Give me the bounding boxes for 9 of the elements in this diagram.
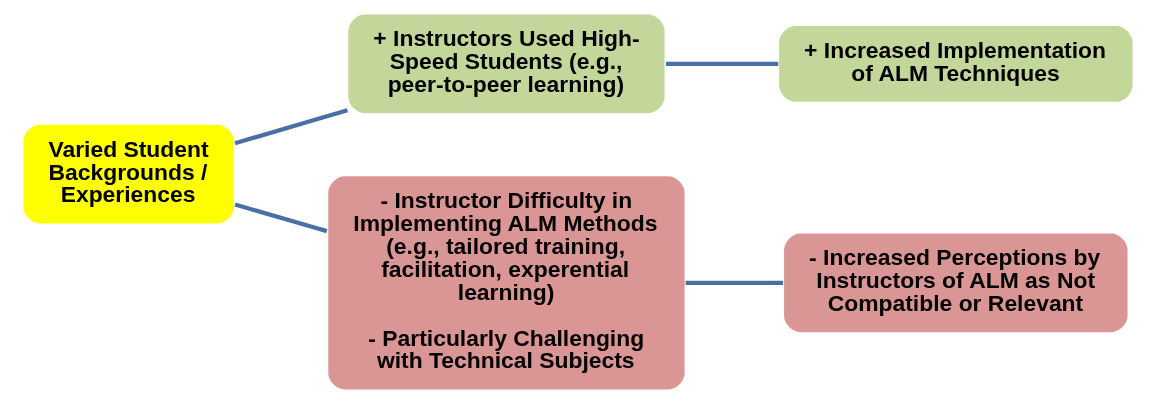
node-box: + Instructors Used High-Speed Students (e.g., peer-to-peer learning): [346, 13, 666, 115]
connector: [233, 202, 327, 234]
node-box: Varied Student Backgrounds / Experiences: [21, 123, 235, 225]
node-box: - Instructor Difficulty in Implementing ALM Methods (e.g., tailored training, facilitation, experential learning) - Particularly Challenging with Technical Subjects: [326, 174, 686, 391]
connector: [233, 108, 348, 146]
connector: [685, 280, 783, 285]
node-box: + Increased Implementation of ALM Techniques: [777, 24, 1134, 104]
connector: [665, 61, 778, 67]
node-box: - Increased Perceptions by Instructors of ALM as Not Compatible or Relevant: [782, 232, 1129, 334]
